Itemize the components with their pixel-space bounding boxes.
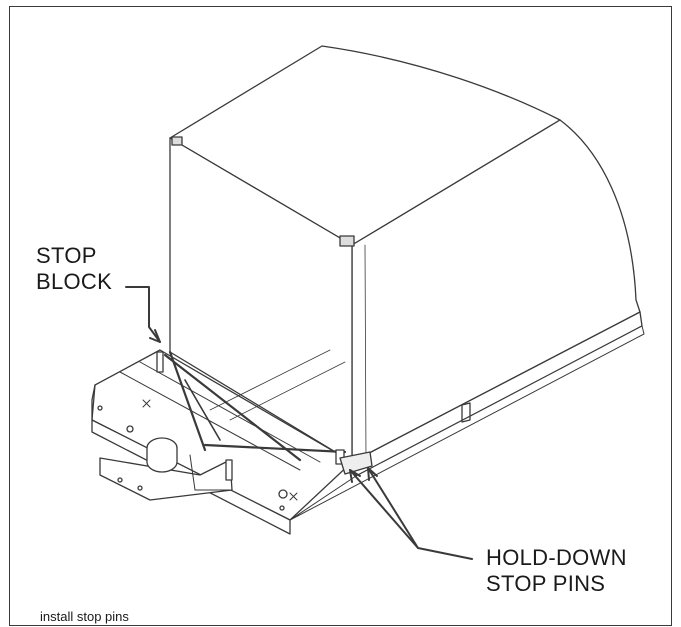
figure-caption: install stop pins (40, 609, 129, 624)
cabinet-curved-side (351, 119, 641, 463)
hold-down-line-1: HOLD-DOWN (486, 545, 627, 570)
stop-block-leader (125, 286, 161, 343)
hold-down-line-2: STOP PINS (486, 571, 606, 596)
hold-down-callout: HOLD-DOWN STOP PINS (486, 545, 627, 597)
stop-block-line-1: STOP (36, 243, 97, 268)
hold-down-leader (349, 469, 473, 560)
stop-block-line-2: BLOCK (36, 269, 113, 294)
stop-block-callout: STOP BLOCK (36, 243, 112, 295)
